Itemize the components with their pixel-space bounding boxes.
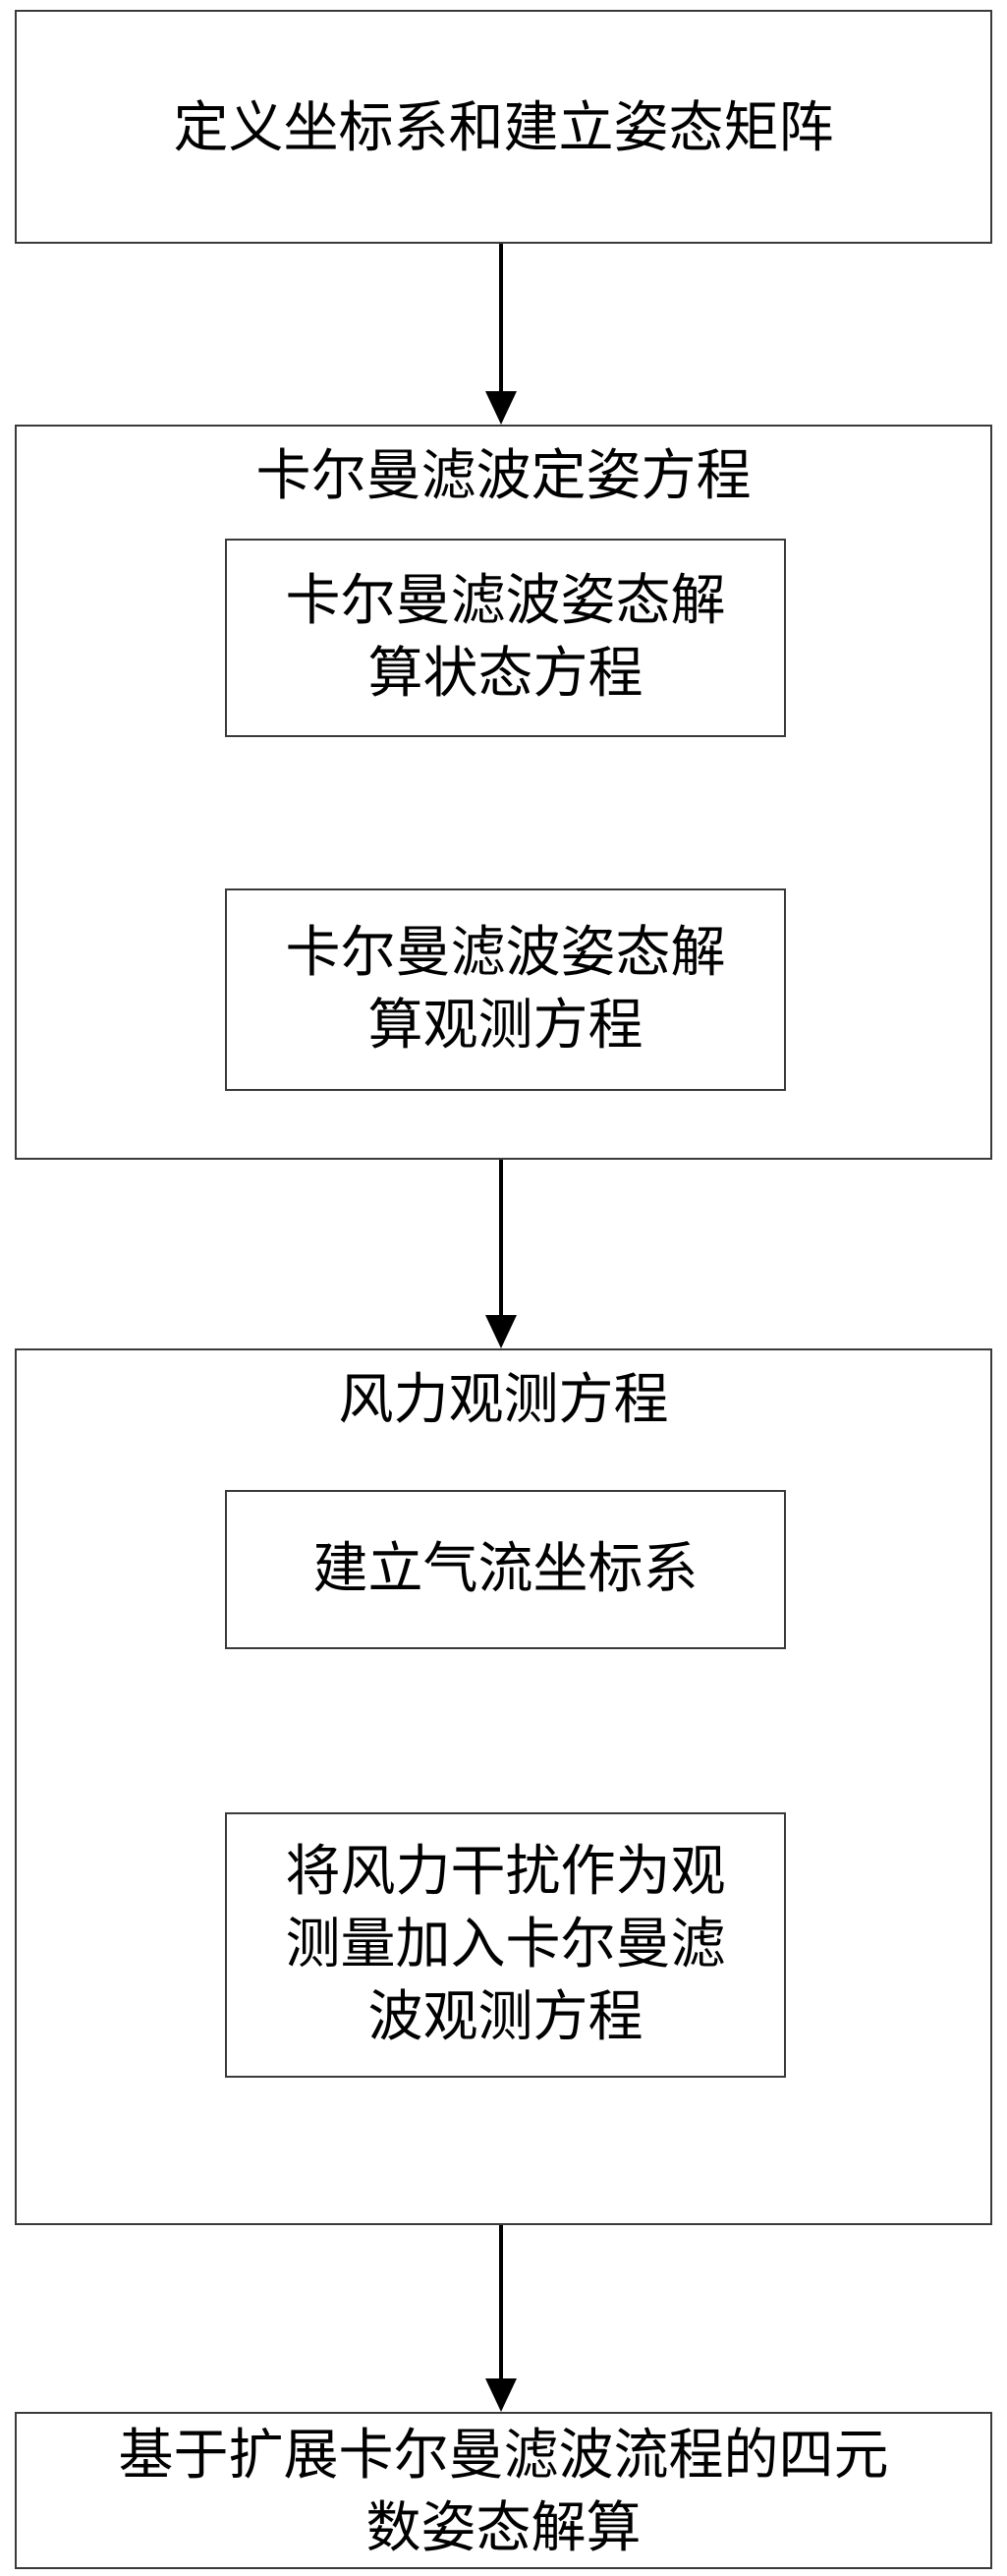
step1-box: 定义坐标系和建立姿态矩阵 [15, 10, 992, 244]
step2-sub2-box: 卡尔曼滤波姿态解 算观测方程 [225, 888, 786, 1091]
step1-label: 定义坐标系和建立姿态矩阵 [173, 96, 834, 160]
step2-sub1-label: 卡尔曼滤波姿态解 算状态方程 [285, 569, 726, 706]
step3-box: 风力观测方程 建立气流坐标系 将风力干扰作为观 测量加入卡尔曼滤 波观测方程 [15, 1348, 992, 2225]
step2-sub1-box: 卡尔曼滤波姿态解 算状态方程 [225, 539, 786, 737]
step3-title: 风力观测方程 [338, 1368, 669, 1432]
step3-sub1-box: 建立气流坐标系 [225, 1490, 786, 1649]
step3-sub2-box: 将风力干扰作为观 测量加入卡尔曼滤 波观测方程 [225, 1812, 786, 2078]
step3-sub2-label: 将风力干扰作为观 测量加入卡尔曼滤 波观测方程 [285, 1840, 726, 2049]
step4-box: 基于扩展卡尔曼滤波流程的四元 数姿态解算 [15, 2412, 992, 2569]
step3-sub1-label: 建立气流坐标系 [312, 1537, 699, 1601]
step2-box: 卡尔曼滤波定姿方程 卡尔曼滤波姿态解 算状态方程 卡尔曼滤波姿态解 算观测方程 [15, 425, 992, 1160]
step4-label: 基于扩展卡尔曼滤波流程的四元 数姿态解算 [118, 2424, 889, 2560]
arrow-step3-to-step4 [485, 2225, 517, 2412]
arrow-step2-to-step3 [485, 1160, 517, 1348]
step2-title: 卡尔曼滤波定姿方程 [255, 444, 752, 508]
arrow-step1-to-step2 [485, 244, 517, 425]
step2-sub2-label: 卡尔曼滤波姿态解 算观测方程 [285, 921, 726, 1058]
